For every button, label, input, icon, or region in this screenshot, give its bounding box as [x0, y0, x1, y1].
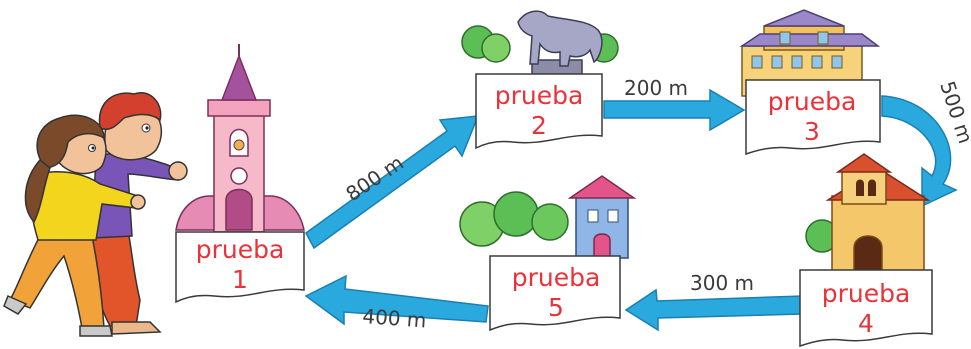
landmark-church-tower — [175, 44, 305, 233]
children-illustration — [3, 91, 188, 337]
station-5-number: 5 — [548, 293, 564, 322]
station-card-3: prueba 3 — [745, 79, 881, 156]
station-2-number: 2 — [531, 111, 547, 140]
boy-figure — [90, 91, 188, 335]
station-1-word: prueba — [196, 235, 285, 264]
station-2-word: prueba — [495, 81, 584, 110]
station-4-number: 4 — [858, 309, 874, 338]
girl-figure — [3, 114, 146, 337]
station-3-word: prueba — [768, 87, 857, 116]
arrow-4-to-5 — [624, 288, 803, 332]
landmark-horse-statue — [461, 10, 619, 79]
landmark-house-trees — [459, 175, 637, 259]
station-card-2: prueba 2 — [475, 73, 603, 150]
station-5-word: prueba — [512, 263, 601, 292]
distance-label-4-5: 300 m — [690, 271, 754, 295]
arrow-2-to-3 — [603, 88, 746, 132]
station-card-5: prueba 5 — [489, 255, 621, 332]
landmark-chapel — [805, 153, 931, 279]
route-arrows — [304, 88, 958, 332]
distance-label-2-3: 200 m — [624, 76, 688, 100]
station-1-number: 1 — [232, 265, 248, 294]
arrow-3-to-4 — [881, 95, 958, 208]
station-4-word: prueba — [822, 279, 911, 308]
distance-label-5-1: 400 m — [362, 304, 428, 332]
station-card-1: prueba 1 — [175, 231, 305, 304]
station-3-number: 3 — [804, 117, 820, 146]
arrow-1-to-2 — [305, 115, 480, 250]
arrow-5-to-1 — [304, 274, 489, 326]
station-card-4: prueba 4 — [799, 269, 933, 348]
